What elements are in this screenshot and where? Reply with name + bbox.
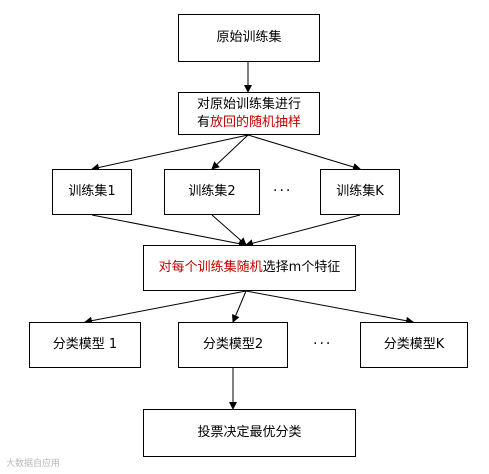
training-set-1-node: 训练集1: [52, 169, 132, 215]
sampling-prefix: 有: [196, 114, 210, 130]
model-2-node: 分类模型2: [178, 322, 288, 368]
training-set-k-node: 训练集K: [320, 169, 400, 215]
edge-sampling-set1: [91, 134, 249, 172]
model-2-label: 分类模型2: [202, 337, 264, 352]
training-set-1-label: 训练集1: [68, 184, 116, 199]
training-set-2-label: 训练集2: [188, 184, 236, 199]
feature-highlight: 对每个训练集随机: [158, 260, 263, 275]
edge-feature-model1: [84, 290, 247, 325]
watermark: 大数据自应用: [6, 459, 61, 469]
sampling-node: 对原始训练集进行 有放回的随机抽样: [178, 92, 320, 135]
model-1-label: 分类模型 1: [52, 337, 118, 352]
edge-sampling-set2: [211, 134, 249, 170]
source-label: 原始训练集: [216, 30, 282, 45]
training-set-k-label: 训练集K: [336, 184, 384, 199]
source-node: 原始训练集: [178, 14, 320, 62]
sampling-highlight: 放回的随机抽样: [210, 114, 302, 130]
feature-selection-node: 对每个训练集随机选择m个特征: [143, 245, 356, 291]
training-set-ellipsis: ···: [273, 183, 293, 199]
edge-set2-feature: [211, 214, 247, 246]
edge-setK-feature: [245, 214, 361, 248]
sampling-label-line2: 有放回的随机抽样: [197, 114, 301, 132]
training-set-2-node: 训练集2: [164, 169, 260, 215]
model-ellipsis: ···: [313, 336, 333, 352]
sampling-label-line1: 对原始训练集进行: [196, 96, 301, 112]
edge-sampling-setK: [247, 134, 361, 171]
edge-set1-feature: [91, 214, 247, 248]
model-k-label: 分类模型K: [383, 337, 445, 352]
edge-feature-modelK: [245, 290, 414, 325]
model-1-node: 分类模型 1: [29, 322, 141, 368]
feature-selection-label: 对每个训练集随机选择m个特征: [159, 259, 341, 277]
feature-rest: 选择m个特征: [262, 260, 341, 275]
vote-node: 投票决定最优分类: [143, 409, 356, 457]
vote-label: 投票决定最优分类: [197, 425, 302, 440]
model-k-node: 分类模型K: [360, 322, 468, 368]
edge-feature-model2: [232, 290, 247, 323]
